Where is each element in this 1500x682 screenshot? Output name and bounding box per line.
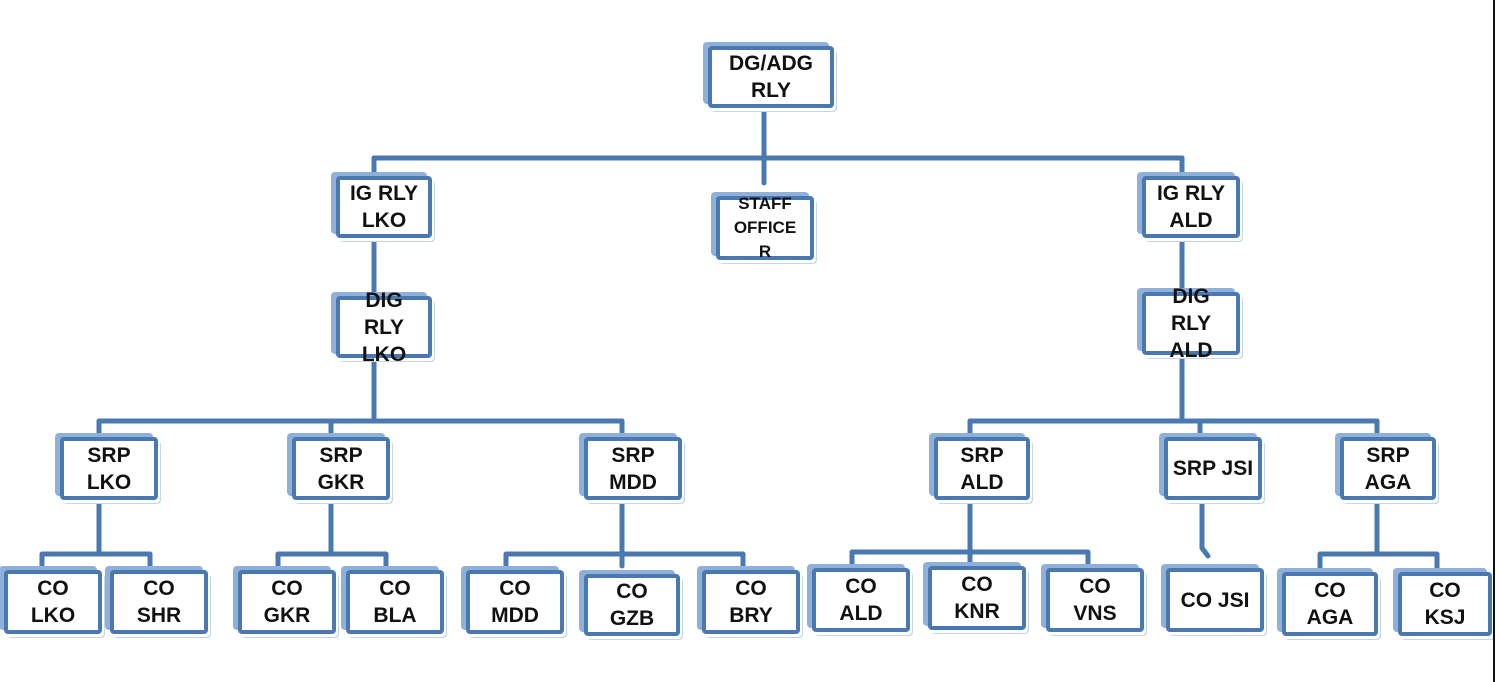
node-co-mdd: CO MDD <box>466 570 564 634</box>
connector-srp-gkr-bar <box>275 551 389 569</box>
node-dg-adg-rly: DG/ADG RLY <box>708 46 834 108</box>
node-label-line: SRP <box>611 443 655 467</box>
node-co-bry: CO BRY <box>702 570 800 634</box>
node-label-line: CO <box>499 577 531 600</box>
node-co-gzb: CO GZB <box>584 574 680 636</box>
node-label-line: KNR <box>954 600 1000 623</box>
node-co-knr: CO KNR <box>928 566 1026 630</box>
node-srp-jsi: SRP JSI <box>1164 437 1262 500</box>
node-label-line: KSJ <box>1424 606 1466 629</box>
node-srp-gkr: SRP GKR <box>292 437 390 500</box>
node-co-shr: CO SHR <box>110 570 208 634</box>
node-label-line: CO <box>1429 579 1461 602</box>
node-label-line: AGA <box>1306 606 1354 629</box>
node-srp-aga: SRP AGA <box>1340 437 1436 500</box>
node-label-line: R <box>758 242 772 261</box>
node-label-line: RLY <box>750 79 792 102</box>
node-label-line: LKO <box>361 342 407 366</box>
node-staff-officer: STAFF OFFICE R <box>716 194 814 261</box>
node-label-line: GZB <box>609 607 655 630</box>
node-label-line: AGA <box>1364 470 1412 494</box>
node-co-lko: CO LKO <box>4 570 102 634</box>
connector-srp-lko-bar <box>39 551 153 569</box>
node-label-line: GKR <box>317 470 365 494</box>
node-label-line: CO <box>37 577 69 600</box>
node-label-line: CO JSI <box>1180 588 1250 612</box>
node-label-line: LKO <box>30 604 76 627</box>
node-co-vns: CO VNS <box>1046 568 1144 632</box>
node-label-line: BRY <box>729 604 773 627</box>
node-label-line: CO <box>1314 579 1346 602</box>
node-label-line: DG/ADG <box>729 52 813 75</box>
node-label-line: BLA <box>373 604 417 627</box>
node-label-line: ALD <box>1169 339 1213 362</box>
connector-srp-aga-bar <box>1317 551 1440 571</box>
node-label-line: RLY <box>363 315 405 339</box>
node-label-line: SRP <box>87 443 131 467</box>
node-label-line: IG RLY <box>349 182 419 205</box>
node-srp-mdd: SRP MDD <box>584 437 682 500</box>
node-label-line: GKR <box>263 604 311 627</box>
node-label-line: CO <box>1079 575 1111 598</box>
node-co-ald: CO ALD <box>812 568 910 632</box>
node-ig-rly-ald: IG RLY ALD <box>1142 176 1240 238</box>
node-ig-rly-lko: IG RLY LKO <box>336 176 432 238</box>
node-label-line: CO <box>845 575 877 598</box>
node-co-jsi: CO JSI <box>1166 568 1264 632</box>
node-label-line: SRP <box>319 443 363 467</box>
node-label-line: MDD <box>491 604 539 627</box>
node-dig-rly-lko: DIG RLY LKO <box>336 289 432 366</box>
node-label-line: DIG <box>365 288 403 312</box>
node-co-aga: CO AGA <box>1282 572 1378 636</box>
node-label-line: LKO <box>86 470 132 494</box>
node-label-line: MDD <box>609 470 657 494</box>
node-label-line: DIG <box>1172 285 1210 308</box>
node-label-line: CO <box>379 577 411 600</box>
node-co-bla: CO BLA <box>346 570 444 634</box>
node-label-line: CO <box>143 577 175 600</box>
node-label-line: SHR <box>136 604 182 627</box>
node-label-line: RLY <box>1170 312 1212 335</box>
node-label-line: VNS <box>1073 602 1117 625</box>
connector-srp-jsi-down <box>1199 497 1211 559</box>
node-srp-lko: SRP LKO <box>60 437 158 500</box>
node-label-line: SRP JSI <box>1172 457 1254 480</box>
node-label-line: CO <box>735 577 767 600</box>
node-label-line: IG RLY <box>1156 182 1226 205</box>
connector-srp-ald-bar <box>849 549 1091 567</box>
node-co-gkr: CO GKR <box>238 570 336 634</box>
node-label-line: ALD <box>960 470 1004 494</box>
node-label-line: ALD <box>1169 209 1213 232</box>
node-label-line: CO <box>271 577 303 600</box>
node-label-line: LKO <box>361 209 407 232</box>
node-label-line: ALD <box>839 602 883 625</box>
node-srp-ald: SRP ALD <box>934 437 1030 500</box>
connector-srp-mdd-bar <box>503 551 746 569</box>
node-co-ksj: CO KSJ <box>1398 572 1492 636</box>
node-label-line: STAFF <box>738 194 792 213</box>
node-label-line: SRP <box>1366 443 1410 467</box>
node-label-line: SRP <box>960 443 1004 467</box>
node-label-line: CO <box>616 580 648 603</box>
frame-border <box>1493 0 1495 682</box>
node-dig-rly-ald: DIG RLY ALD <box>1142 285 1240 362</box>
node-label-line: CO <box>961 573 993 596</box>
node-label-line: OFFICE <box>733 218 797 237</box>
